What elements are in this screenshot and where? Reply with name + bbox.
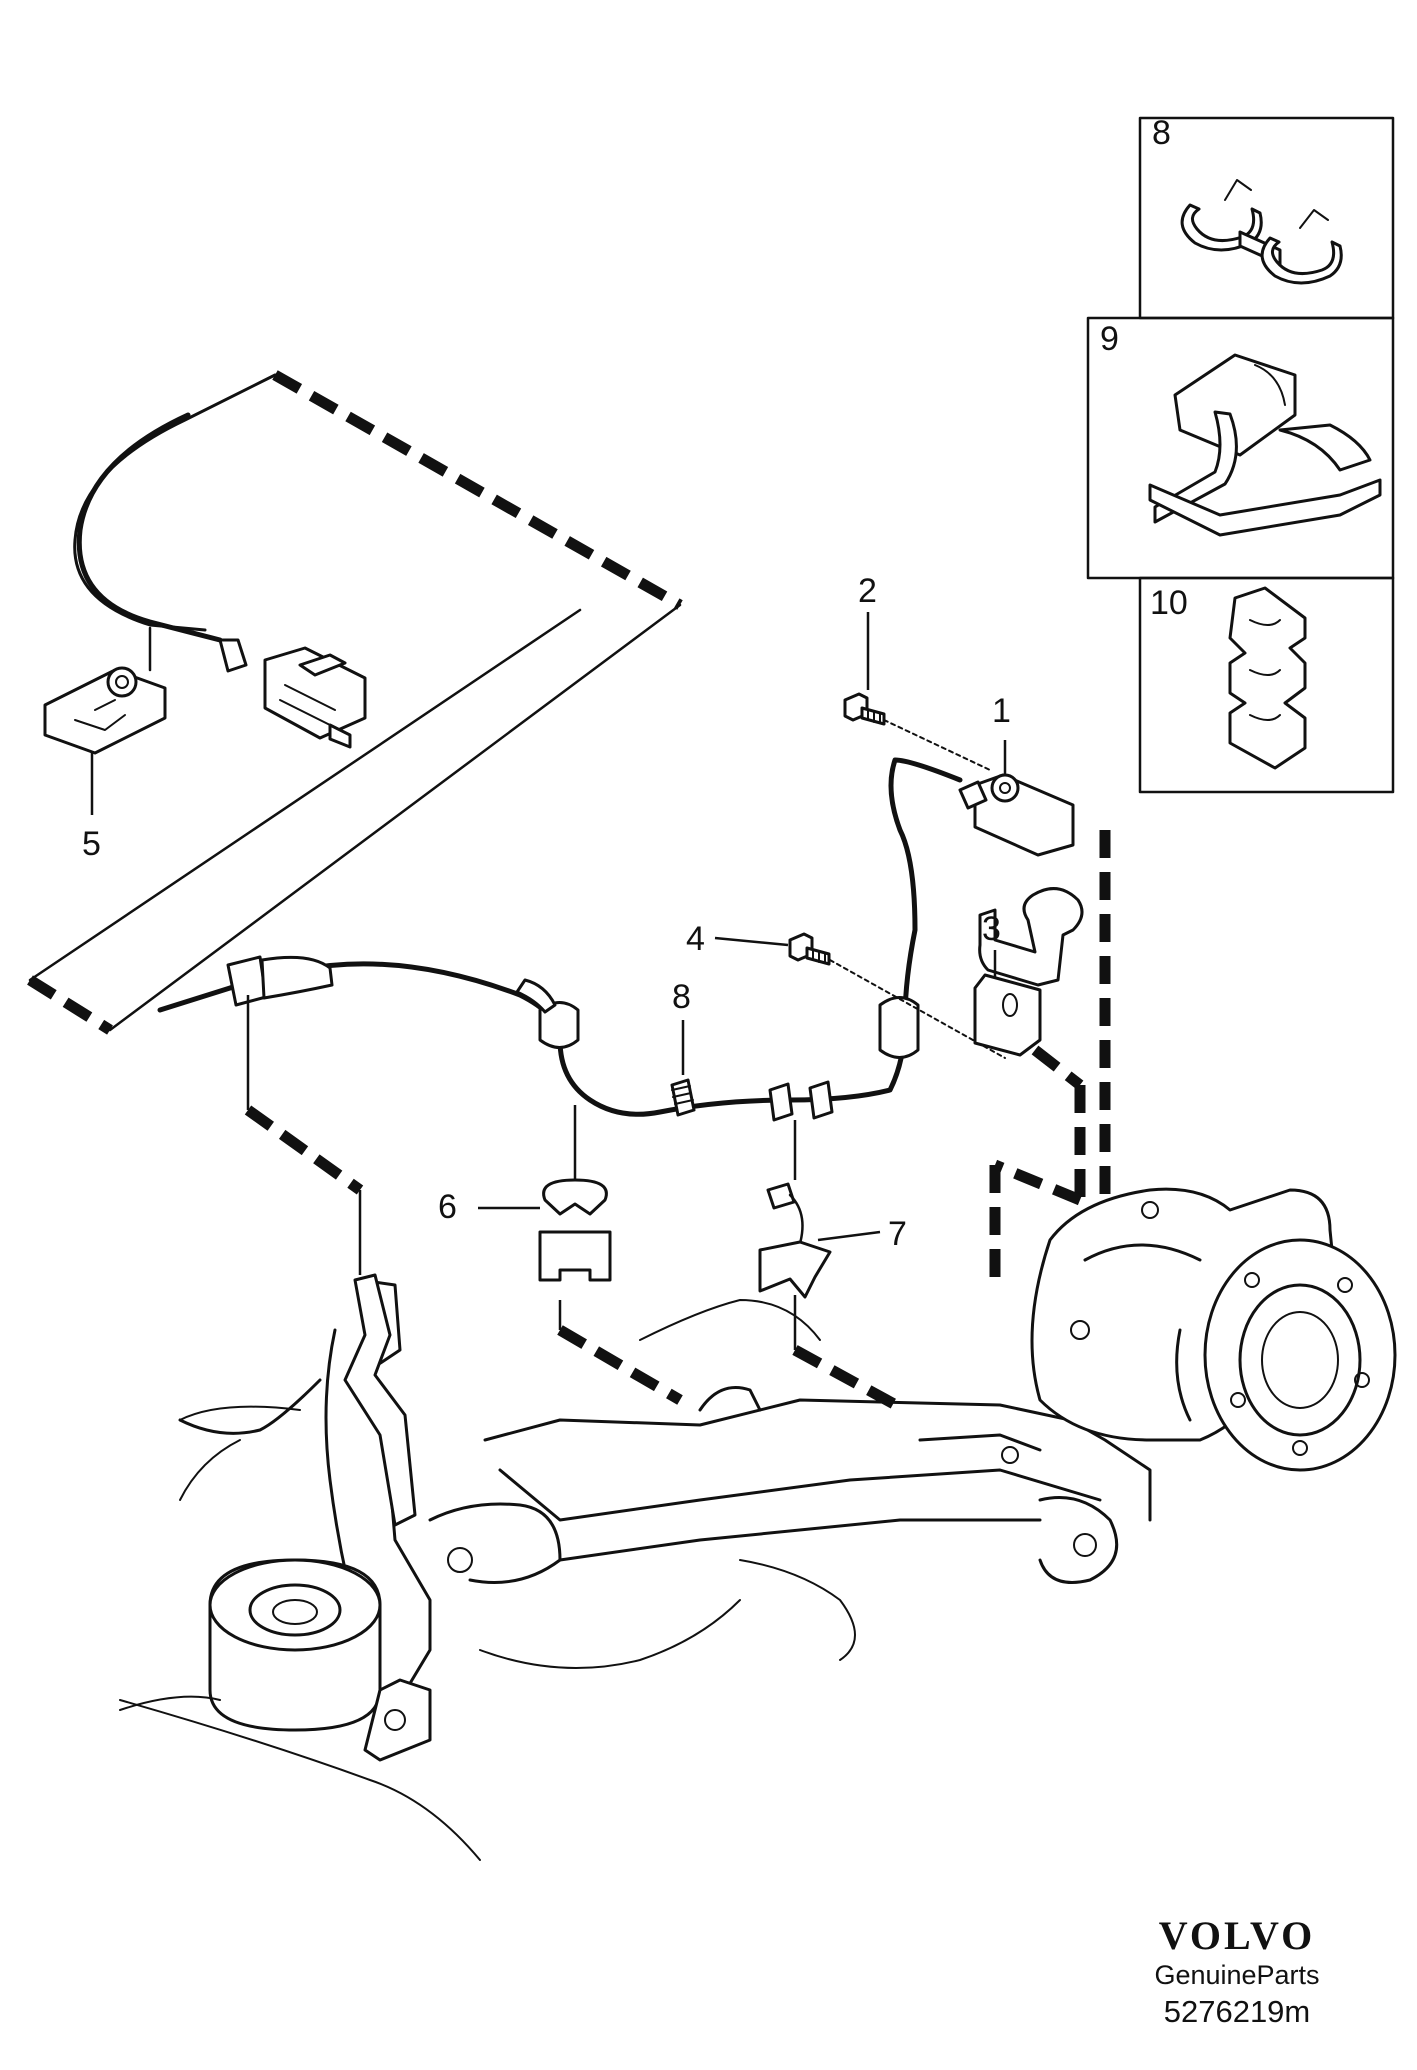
abs-sensor-cable-main[interactable] — [157, 757, 963, 1122]
callout-10: 10 — [1150, 584, 1188, 622]
bushing-left — [208, 1558, 382, 1732]
callout-8: 8 — [672, 978, 691, 1016]
routing-dashes — [244, 830, 1111, 1415]
background-body-lines — [119, 1299, 856, 1861]
sensor-5[interactable] — [43, 626, 167, 815]
connector-plug[interactable] — [263, 646, 367, 749]
wheel-speed-sensor-1[interactable] — [958, 740, 1075, 857]
inset-box-8[interactable]: 8 — [1138, 114, 1395, 320]
callout-1: 1 — [992, 692, 1011, 730]
bracket-3[interactable] — [973, 887, 1084, 1057]
callout-6: 6 — [438, 1188, 457, 1226]
inset-box-9[interactable]: 9 — [1086, 316, 1395, 580]
callout-9: 9 — [1100, 320, 1119, 358]
callout-2: 2 — [858, 572, 877, 610]
cable-tie-7[interactable] — [758, 1120, 881, 1299]
genuine-parts-label: GenuineParts — [1154, 1960, 1320, 1990]
callout-3: 3 — [982, 910, 1001, 948]
clip-8-main[interactable] — [670, 1020, 696, 1117]
bolt-4[interactable] — [714, 932, 1006, 1059]
bolt-2[interactable] — [843, 612, 991, 771]
left-bracket-arm — [343, 1273, 432, 1762]
volvo-logo: VOLVO — [1158, 1913, 1316, 1958]
inset-box-10[interactable]: 10 — [1138, 576, 1395, 794]
callout-4: 4 — [686, 920, 705, 958]
clip-6[interactable] — [478, 1105, 612, 1282]
cable-holder-clip-icon — [1228, 586, 1307, 770]
callout-8b: 8 — [1152, 114, 1171, 152]
brand-block: VOLVO GenuineParts 5276219m — [1127, 1914, 1347, 2032]
double-clip-icon — [1180, 179, 1343, 285]
abs-sensor-cable-upper[interactable] — [76, 412, 248, 673]
callout-7: 7 — [888, 1215, 907, 1253]
bracket-clip-icon — [1148, 353, 1382, 537]
diagram-code: 5276219m — [1163, 1994, 1311, 2029]
callout-5: 5 — [82, 825, 101, 863]
wheel-knuckle-hub — [1030, 1187, 1397, 1472]
